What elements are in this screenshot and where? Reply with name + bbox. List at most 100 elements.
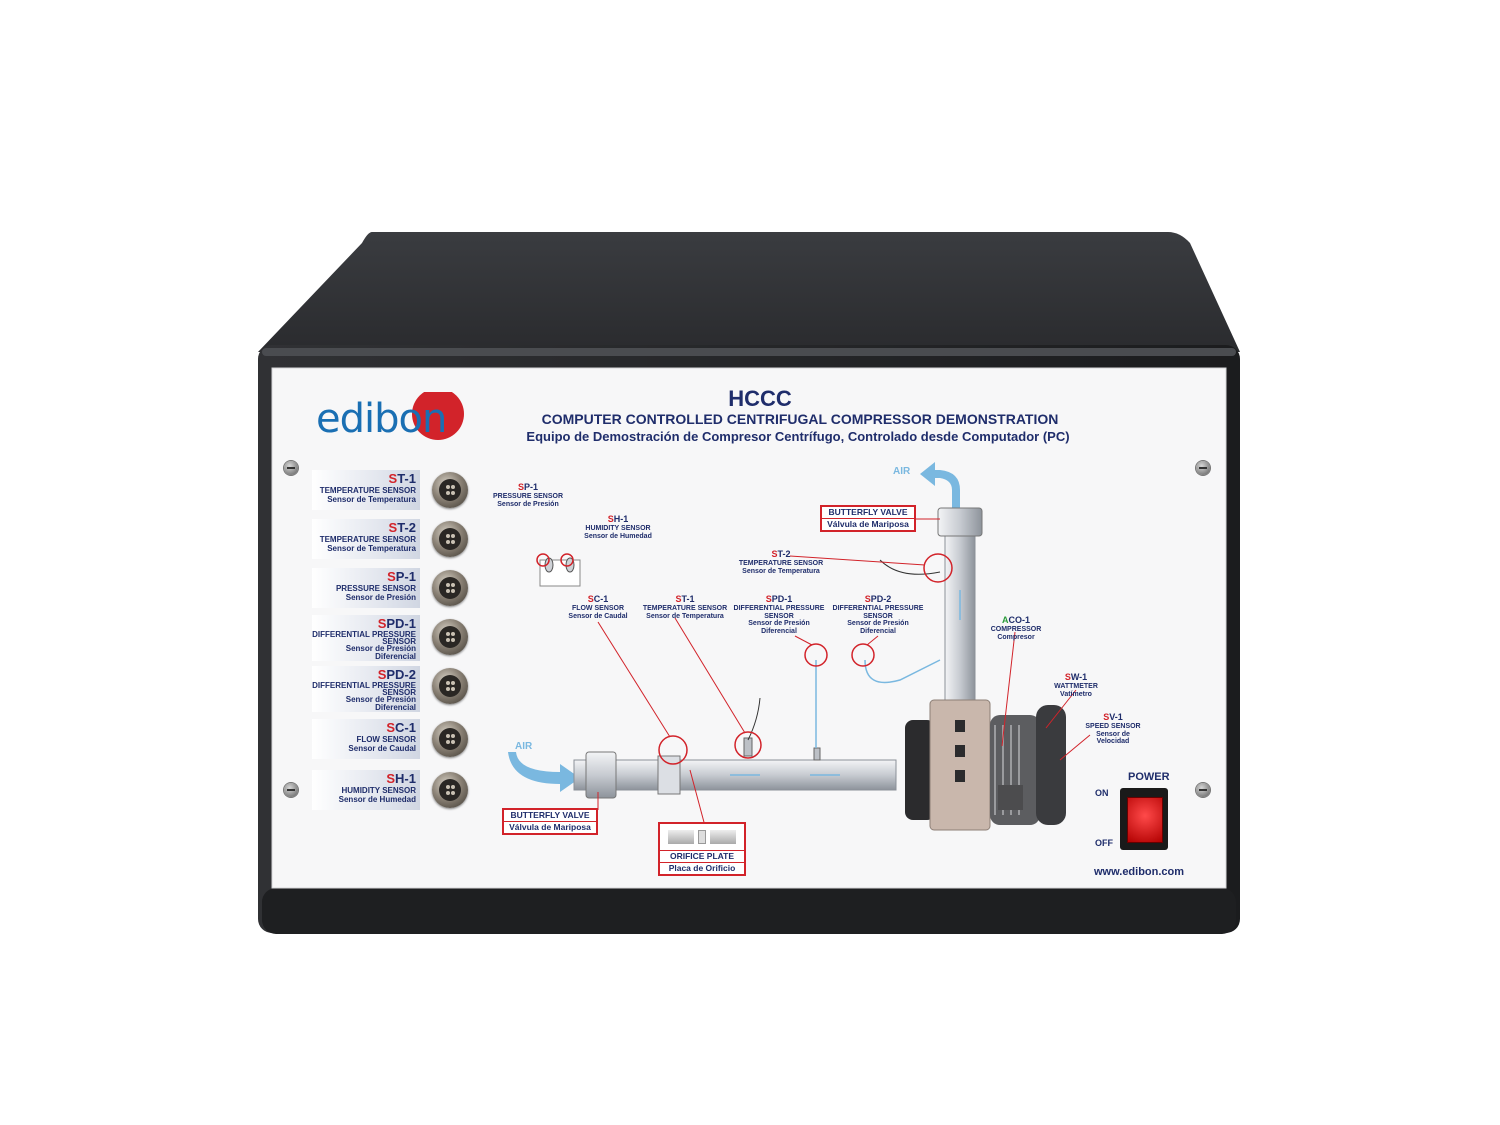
diag-label-spd1: SPD-1 DIFFERENTIAL PRESSURE SENSOR Senso…	[733, 594, 825, 636]
diag-es: Sensor de Presión Diferencial	[748, 620, 810, 635]
diag-es: Compresor	[997, 633, 1035, 641]
diag-en: DIFFERENTIAL PRESSURE SENSOR	[832, 604, 924, 620]
connector-label-sc1: SC-1 FLOW SENSOR Sensor de Caudal	[312, 719, 420, 759]
diag-label-st2: ST-2 TEMPERATURE SENSOR Sensor de Temper…	[738, 549, 824, 575]
diag-es: Vatímetro	[1060, 690, 1092, 698]
connector-en: DIFFERENTIAL PRESSURE SENSOR	[312, 681, 416, 698]
diag-en: PRESSURE SENSOR	[492, 492, 564, 500]
connector-sp1-socket[interactable]	[432, 570, 468, 606]
orifice-plate-icon	[660, 824, 744, 851]
connector-label-st1: ST-1 TEMPERATURE SENSOR Sensor de Temper…	[312, 470, 420, 510]
brand-text: edibon	[316, 396, 447, 442]
diag-label-sw1: SW-1 WATTMETER Vatímetro	[1048, 672, 1104, 698]
connector-en: HUMIDITY SENSOR	[341, 786, 416, 795]
diag-label-sv1: SV-1 SPEED SENSOR Sensor de Velocidad	[1082, 712, 1144, 746]
power-off-label: OFF	[1095, 838, 1113, 848]
connector-spd2-socket[interactable]	[432, 668, 468, 704]
connector-en: PRESSURE SENSOR	[335, 584, 416, 593]
diag-code: SV-1	[1103, 712, 1123, 722]
box-es: Válvula de Mariposa	[509, 822, 591, 833]
diag-label-aco1: ACO-1 COMPRESSOR Compresor	[984, 615, 1048, 641]
model-code: HCCC	[728, 386, 792, 411]
diag-code: SW-1	[1064, 672, 1088, 682]
connector-label-sp1: SP-1 PRESSURE SENSOR Sensor de Presión	[312, 568, 420, 608]
diag-en: COMPRESSOR	[990, 625, 1042, 633]
diag-es: Sensor de Presión Diferencial	[847, 620, 909, 635]
diag-es: Sensor de Temperatura	[742, 567, 820, 575]
diag-code: ACO-1	[1001, 615, 1030, 625]
website-url[interactable]: www.edibon.com	[1094, 866, 1185, 878]
connector-sc1-socket[interactable]	[432, 721, 468, 757]
screw-top-right	[1196, 461, 1210, 475]
power-switch[interactable]	[1120, 788, 1168, 850]
connector-code: ST-2	[388, 520, 416, 535]
screw-top-left	[284, 461, 298, 475]
box-en: BUTTERFLY VALVE	[504, 810, 596, 823]
diag-es: Sensor de Temperatura	[646, 612, 724, 620]
diag-en: TEMPERATURE SENSOR	[738, 559, 824, 567]
diag-label-sp1: SP-1 PRESSURE SENSOR Sensor de Presión	[488, 482, 568, 508]
connector-code: SP-1	[387, 569, 416, 584]
connector-en: DIFFERENTIAL PRESSURE SENSOR	[312, 630, 416, 647]
box-es: Válvula de Mariposa	[827, 519, 909, 530]
diag-code: SH-1	[607, 514, 629, 524]
connector-label-spd1: SPD-1 DIFFERENTIAL PRESSURE SENSOR Senso…	[312, 615, 420, 661]
connector-es: Sensor de Humedad	[338, 795, 416, 804]
diag-code: SP-1	[517, 482, 539, 492]
connector-label-spd2: SPD-2 DIFFERENTIAL PRESSURE SENSOR Senso…	[312, 666, 420, 712]
logo-circle-icon	[412, 392, 464, 440]
connector-st1-socket[interactable]	[432, 472, 468, 508]
diag-label-st1: ST-1 TEMPERATURE SENSOR Sensor de Temper…	[640, 594, 730, 620]
power-label: POWER	[1128, 771, 1170, 783]
box-en: BUTTERFLY VALVE	[822, 507, 914, 520]
screw-bottom-left	[284, 783, 298, 797]
edibon-logo: edibon	[316, 392, 466, 442]
box-es: Placa de Orificio	[668, 863, 736, 874]
diag-es: Sensor de Presión	[497, 500, 559, 508]
connector-label-sh1: SH-1 HUMIDITY SENSOR Sensor de Humedad	[312, 770, 420, 810]
butterfly-valve-top-label: BUTTERFLY VALVE Válvula de Mariposa	[820, 505, 916, 533]
connector-code: SC-1	[386, 720, 416, 735]
screw-bottom-right	[1196, 783, 1210, 797]
connector-label-st2: ST-2 TEMPERATURE SENSOR Sensor de Temper…	[312, 519, 420, 559]
diag-en: SPEED SENSOR	[1085, 722, 1141, 730]
box-en: ORIFICE PLATE	[660, 851, 744, 864]
power-on-label: ON	[1095, 788, 1109, 798]
connector-es: Sensor de Presión Diferencial	[345, 695, 416, 712]
connector-code: SH-1	[386, 771, 416, 786]
air-outlet-label: AIR	[893, 466, 911, 477]
connector-code: SPD-1	[377, 616, 416, 631]
diag-es: Sensor de Humedad	[584, 532, 652, 540]
diag-label-spd2: SPD-2 DIFFERENTIAL PRESSURE SENSOR Senso…	[832, 594, 924, 636]
connector-st2-socket[interactable]	[432, 521, 468, 557]
connector-en: TEMPERATURE SENSOR	[319, 535, 416, 544]
diag-en: TEMPERATURE SENSOR	[642, 604, 728, 612]
diag-en: HUMIDITY SENSOR	[585, 524, 651, 532]
connector-spd1-socket[interactable]	[432, 619, 468, 655]
orifice-plate-label: ORIFICE PLATE Placa de Orificio	[658, 822, 746, 877]
diag-code: ST-1	[675, 594, 695, 604]
diag-label-sh1: SH-1 HUMIDITY SENSOR Sensor de Humedad	[578, 514, 658, 540]
connector-code: ST-1	[388, 471, 416, 486]
title-english: COMPUTER CONTROLLED CENTRIFUGAL COMPRESS…	[541, 411, 1059, 427]
connector-es: Sensor de Caudal	[348, 744, 416, 753]
diag-en: WATTMETER	[1054, 682, 1098, 690]
diag-en: DIFFERENTIAL PRESSURE SENSOR	[733, 604, 825, 620]
diag-en: FLOW SENSOR	[571, 604, 625, 612]
diag-label-sc1: SC-1 FLOW SENSOR Sensor de Caudal	[560, 594, 636, 620]
connector-es: Sensor de Presión	[345, 593, 416, 602]
diag-es: Sensor de Caudal	[568, 612, 628, 620]
connector-es: Sensor de Presión Diferencial	[345, 644, 416, 661]
connector-code: SPD-2	[377, 667, 416, 682]
butterfly-valve-bottom-label: BUTTERFLY VALVE Válvula de Mariposa	[502, 808, 598, 836]
title-spanish: Equipo de Demostración de Compresor Cent…	[526, 429, 1070, 444]
connector-es: Sensor de Temperatura	[327, 495, 416, 504]
power-switch-rocker[interactable]	[1127, 797, 1163, 843]
connector-sh1-socket[interactable]	[432, 772, 468, 808]
connector-en: FLOW SENSOR	[356, 735, 416, 744]
diag-es: Sensor de Velocidad	[1096, 730, 1130, 746]
connector-en: TEMPERATURE SENSOR	[319, 486, 416, 495]
connector-es: Sensor de Temperatura	[327, 544, 416, 553]
diag-code: SPD-1	[765, 594, 793, 604]
air-inlet-label: AIR	[515, 741, 533, 752]
